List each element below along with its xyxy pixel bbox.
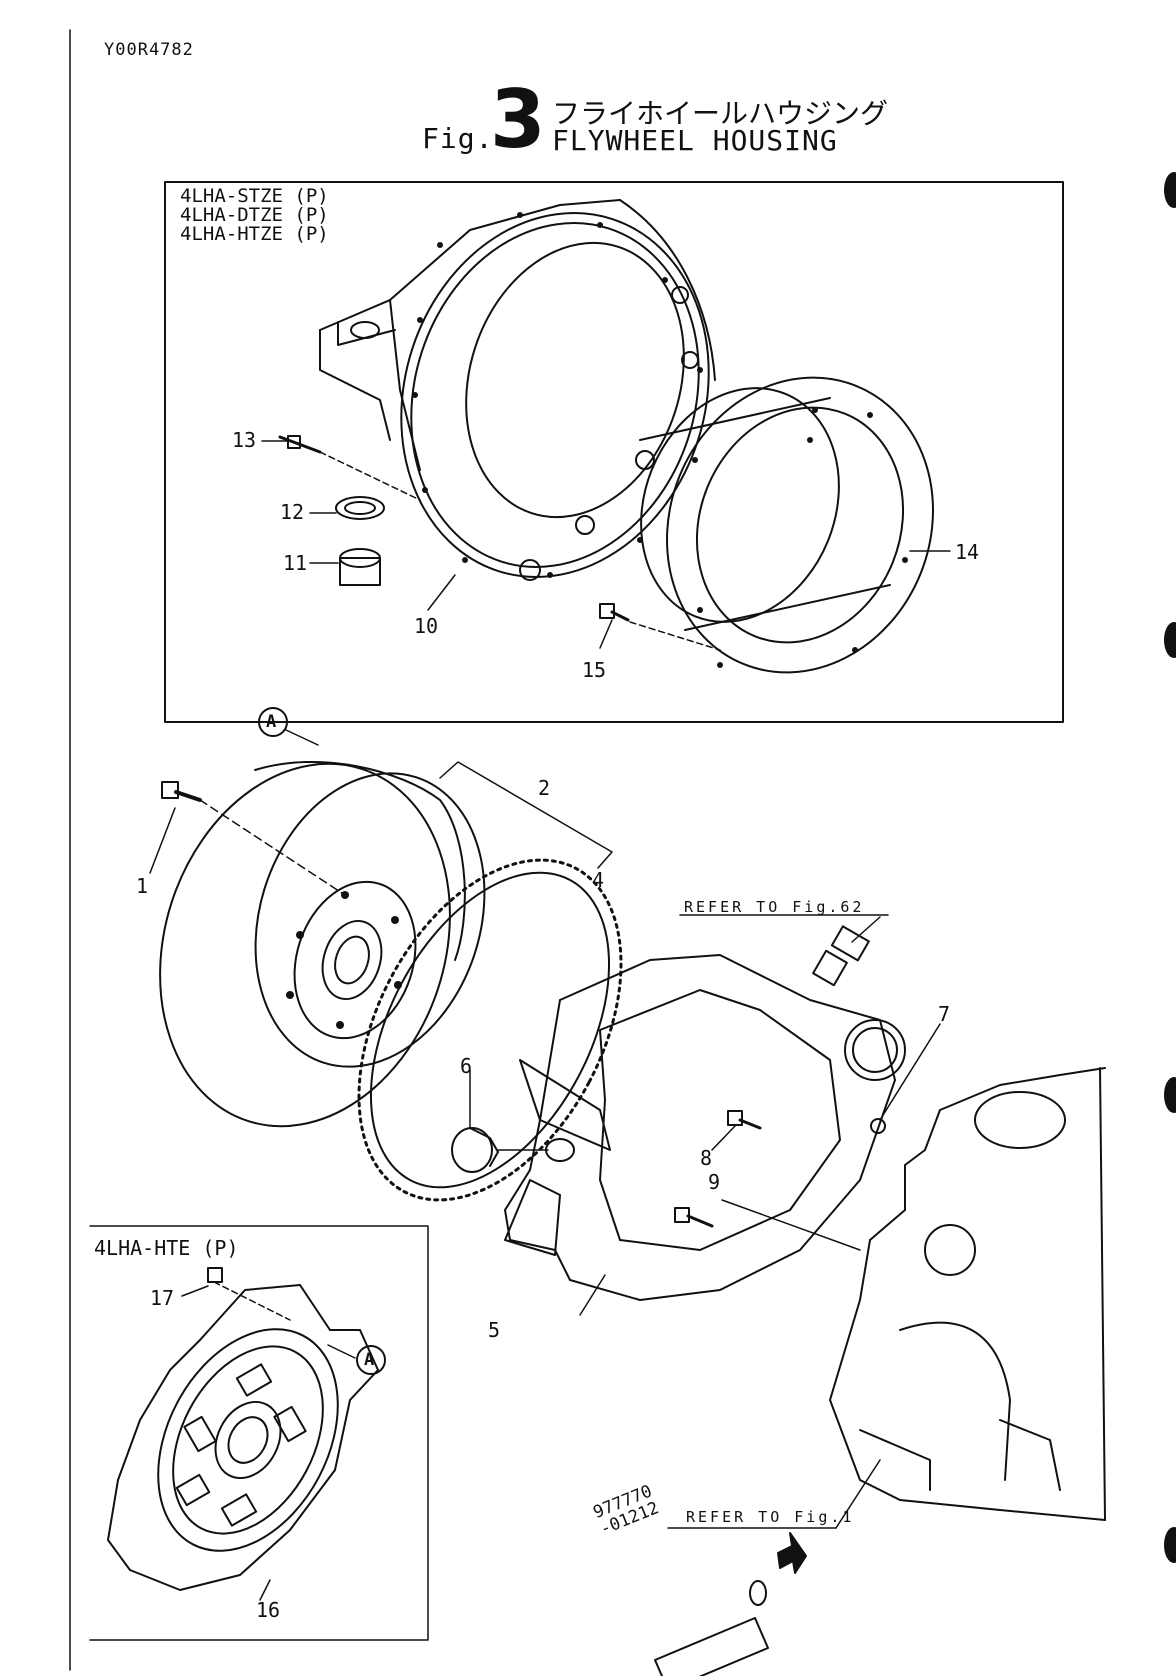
callout-17: 17 xyxy=(150,1286,174,1310)
callout-9: 9 xyxy=(708,1170,720,1194)
callout-10: 10 xyxy=(414,614,438,638)
callout-12: 12 xyxy=(280,500,304,524)
housing-model-list: 4LHA-STZE (P) 4LHA-DTZE (P) 4LHA-HTZE (P… xyxy=(180,187,329,244)
assembly-bracket xyxy=(440,762,612,868)
callout-6: 6 xyxy=(460,1054,472,1078)
callout-11: 11 xyxy=(283,551,307,575)
flywheel-housing-drawing xyxy=(320,173,755,618)
flywheel-bolt-drawing xyxy=(162,782,345,895)
figure-number: 3 xyxy=(490,80,546,160)
leader-lines-bottom xyxy=(150,808,940,1600)
ring-gear-drawing xyxy=(305,816,675,1244)
sealant-tube-drawing xyxy=(650,1533,806,1676)
callout-1: 1 xyxy=(136,874,148,898)
engine-block-drawing xyxy=(830,1068,1105,1520)
binder-holes xyxy=(1164,172,1176,1563)
figure-title-english: FLYWHEEL HOUSING xyxy=(552,124,838,157)
callout-7: 7 xyxy=(938,1002,950,1026)
callout-5: 5 xyxy=(488,1318,500,1342)
refer-sensor: REFER TO Fig.62 xyxy=(684,898,864,916)
callout-2: 2 xyxy=(538,776,550,800)
callout-14: 14 xyxy=(955,540,979,564)
reference-marker-a-inset: A xyxy=(364,1350,374,1370)
marker-a-leader xyxy=(286,730,318,745)
damper-disc-drawing xyxy=(108,1268,378,1590)
housing-variant-box xyxy=(165,182,1063,722)
refer-engine-block: REFER TO Fig.1 xyxy=(686,1508,854,1526)
figure-prefix: Fig. xyxy=(422,122,493,155)
callout-8: 8 xyxy=(700,1146,712,1170)
callout-13: 13 xyxy=(232,428,256,452)
reference-marker-a: A xyxy=(266,712,276,732)
main-housing-drawing xyxy=(505,955,905,1300)
callout-4: 4 xyxy=(592,868,604,892)
damper-model-label: 4LHA-HTE (P) xyxy=(94,1236,239,1260)
callout-16: 16 xyxy=(256,1598,280,1622)
adapter-ring-drawing xyxy=(607,337,977,713)
model-label: 4LHA-HTZE (P) xyxy=(180,225,329,244)
document-id: Y00R4782 xyxy=(104,40,194,60)
callout-15: 15 xyxy=(582,658,606,682)
